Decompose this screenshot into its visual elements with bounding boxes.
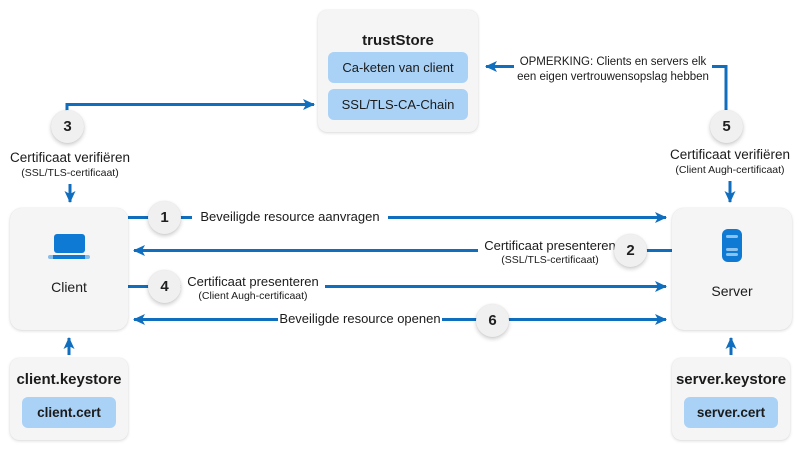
truststore-title: trustStore (362, 32, 434, 49)
msg1-text: Beveiligde resource aanvragen (200, 209, 380, 224)
server-cert-chip: server.cert (684, 397, 778, 428)
server-box: Server (672, 208, 792, 330)
note-text: OPMERKING: Clients en servers elk een ei… (514, 55, 712, 84)
client-keystore-box: client.keystore client.cert (10, 358, 128, 440)
verify-right-subtitle: (Client Augh-certificaat) (675, 164, 785, 176)
truststore-item-ca-keten: Ca-keten van client (328, 52, 468, 83)
msg6-text: Beveiligde resource openen (279, 311, 441, 326)
msg4-label: Certificaat presenteren (Client Augh-cer… (181, 274, 325, 303)
server-keystore-title: server.keystore (675, 371, 787, 388)
arrow-step3-to-truststore (65, 99, 315, 118)
note-line1: OPMERKING: Clients en servers elk (519, 56, 707, 68)
step-circle-4: 4 (148, 270, 181, 303)
server-keystore-box: server.keystore server.cert (672, 358, 790, 440)
step-circle-1: 1 (148, 201, 181, 234)
msg6-label: Beveiligde resource openen (278, 311, 442, 327)
truststore-box: trustStore Ca-keten van client SSL/TLS-C… (318, 10, 478, 132)
note-line2: een eigen vertrouwensopslag hebben (517, 70, 709, 83)
verify-label-left: Certificaat verifiëren (SSL/TLS-certific… (3, 150, 137, 180)
verify-right-title: Certificaat verifiëren (669, 147, 791, 162)
step-circle-5: 5 (710, 110, 743, 143)
msg4-subtext: (Client Augh-certificaat) (198, 290, 308, 302)
verify-left-subtitle: (SSL/TLS-certificaat) (21, 167, 119, 179)
step-circle-3: 3 (51, 110, 84, 143)
truststore-item-ssl-tls-chain: SSL/TLS-CA-Chain (328, 89, 468, 120)
verify-left-title: Certificaat verifiëren (9, 150, 131, 165)
msg2-label: Certificaat presenteren (SSL/TLS-certifi… (478, 238, 622, 267)
msg1-label: Beveiligde resource aanvragen (192, 209, 388, 225)
server-label: Server (711, 283, 753, 299)
verify-label-right: Certificaat verifiëren (Client Augh-cert… (662, 147, 798, 177)
server-icon (722, 229, 742, 262)
client-box: Client (10, 208, 128, 330)
client-label: Client (51, 279, 87, 295)
msg2-text: Certificaat presenteren (484, 238, 616, 253)
step-circle-2: 2 (614, 234, 647, 267)
step-circle-6: 6 (476, 304, 509, 337)
msg2-subtext: (SSL/TLS-certificaat) (501, 254, 599, 266)
laptop-icon (48, 234, 90, 259)
msg4-text: Certificaat presenteren (187, 274, 319, 289)
client-keystore-title: client.keystore (16, 371, 122, 388)
client-cert-chip: client.cert (22, 397, 116, 428)
